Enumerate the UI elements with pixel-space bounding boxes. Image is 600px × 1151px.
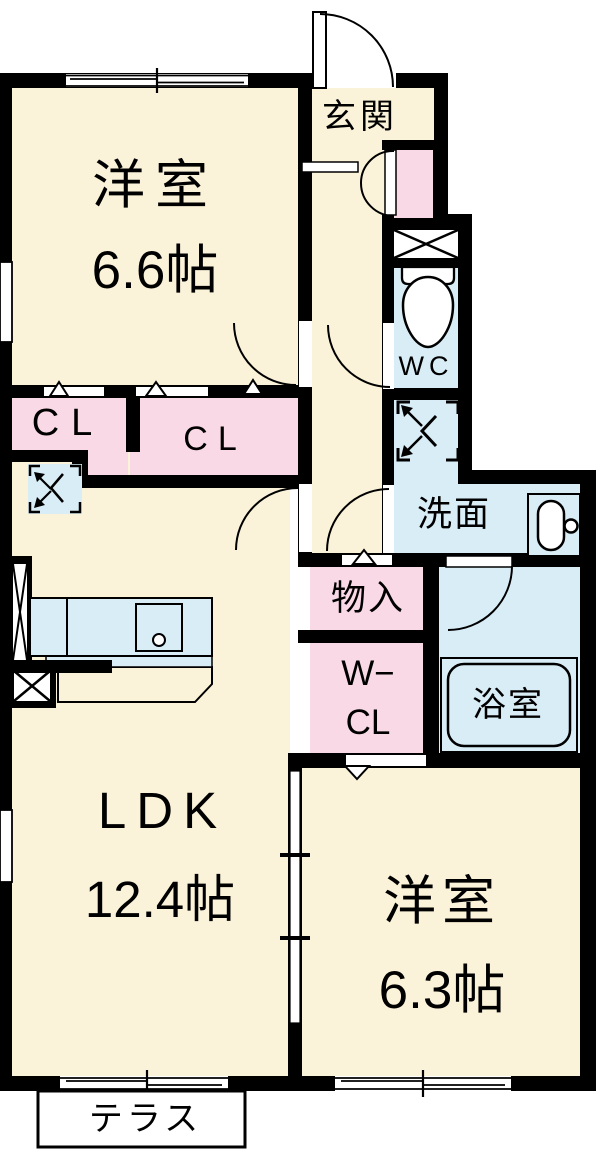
pipe-space-icon	[8, 556, 32, 668]
washroom-label: 洗面	[416, 495, 491, 534]
entrance-door-leaf	[312, 11, 327, 89]
bedroom1-label: 洋室	[92, 156, 218, 215]
shoe-cabinet-door-arc	[360, 182, 395, 217]
bedroom2-size: 6.3帖	[378, 961, 506, 1020]
washroom-door-arc	[326, 488, 390, 552]
refrigerator-space-icon	[28, 464, 82, 514]
entrance-label: 玄関	[322, 98, 398, 136]
room-fills	[12, 88, 584, 1078]
terrace-label: テラス	[88, 1100, 203, 1138]
bathtub-icon	[440, 657, 578, 753]
bedroom1-size: 6.6帖	[91, 241, 219, 300]
shoe-cabinet-door-arc	[360, 149, 395, 184]
pipe-space-icon	[8, 664, 56, 708]
walkin-closet-line2: CL	[345, 702, 391, 742]
wc-door-arc	[327, 324, 391, 388]
ldk-label: LDK	[97, 782, 228, 839]
ldk-door-arc	[235, 487, 299, 551]
shoe-cabinet-door-leaf	[384, 149, 397, 216]
closet2-label: CL	[183, 420, 247, 458]
terrace-outline	[36, 1089, 247, 1149]
door-swing-markers	[48, 378, 378, 781]
bath-door-leaf	[445, 555, 513, 568]
entrance-door-arc	[319, 13, 394, 88]
toilet-icon	[400, 265, 456, 349]
bath-label: 浴室	[472, 686, 544, 724]
sliding-partition	[280, 770, 310, 1024]
bedroom1-door-arc	[233, 322, 297, 386]
pipe-space-icon	[393, 228, 459, 260]
storage-label: 物入	[330, 579, 405, 618]
ldk-size: 12.4帖	[84, 871, 236, 928]
washing-machine-space-icon	[396, 400, 460, 462]
walkin-closet-label: W− CL	[312, 654, 424, 742]
kitchen-counter-icon	[12, 597, 213, 703]
entrance-step	[301, 161, 359, 173]
bath-door-arc	[447, 565, 513, 631]
closet1-label: CL	[31, 402, 105, 444]
wc-label: WC	[398, 351, 454, 381]
sink-icon	[527, 493, 581, 557]
doors	[233, 11, 513, 631]
windows	[0, 68, 511, 1097]
walkin-closet-line1: W−	[341, 654, 395, 693]
bedroom2-label: 洋室	[383, 872, 501, 931]
